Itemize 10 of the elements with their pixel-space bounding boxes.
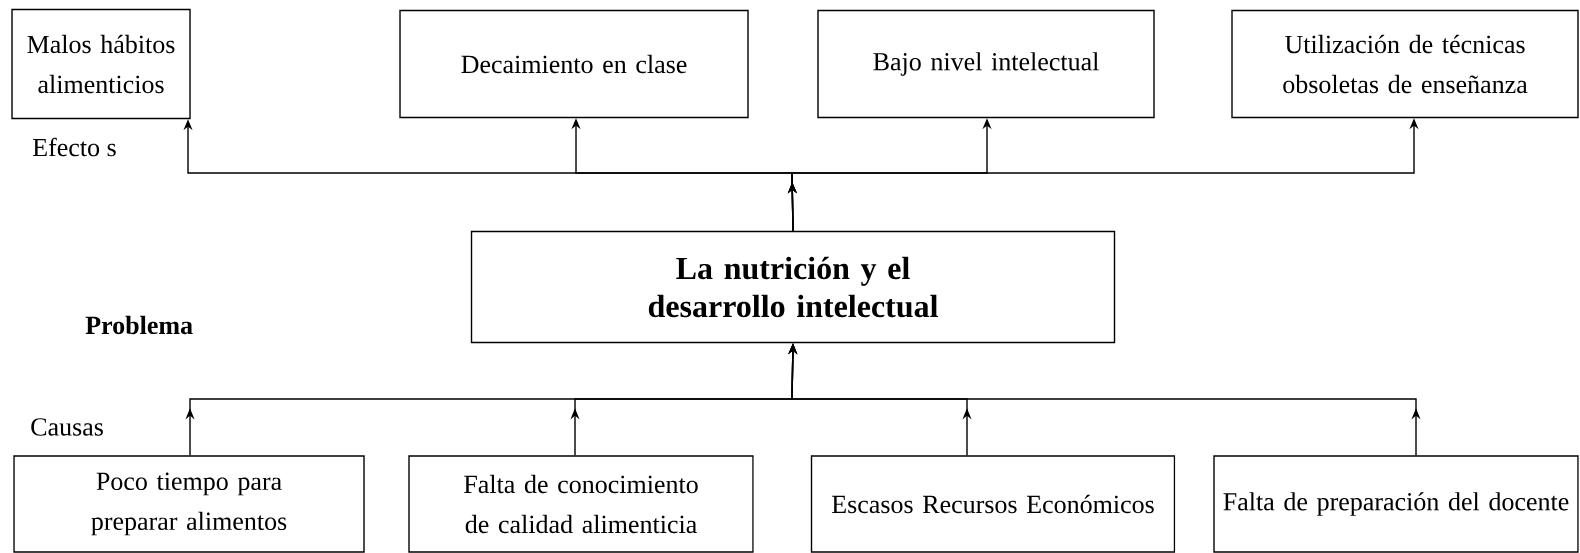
section-heading: Problema xyxy=(85,315,193,335)
effect-box: Decaimiento en clase xyxy=(399,9,749,119)
cause-box: Escasos Recursos Económicos xyxy=(810,455,1176,553)
problem-box: La nutrición y el desarrollo intelectual xyxy=(470,230,1116,344)
effect-box: Bajo nivel intelectual xyxy=(817,9,1155,119)
effect-box: Utilización de técnicas obsoletas de enseñanza xyxy=(1231,9,1579,119)
cause-box: Poco tiempo para preparar alimentos xyxy=(13,455,365,553)
cause-box: Falta de preparación del docente xyxy=(1213,455,1579,553)
effect-box: Malos hábitos alimenticios xyxy=(11,8,191,120)
cause-box: Falta de conocimiento de calidad alimenticia xyxy=(408,455,754,553)
